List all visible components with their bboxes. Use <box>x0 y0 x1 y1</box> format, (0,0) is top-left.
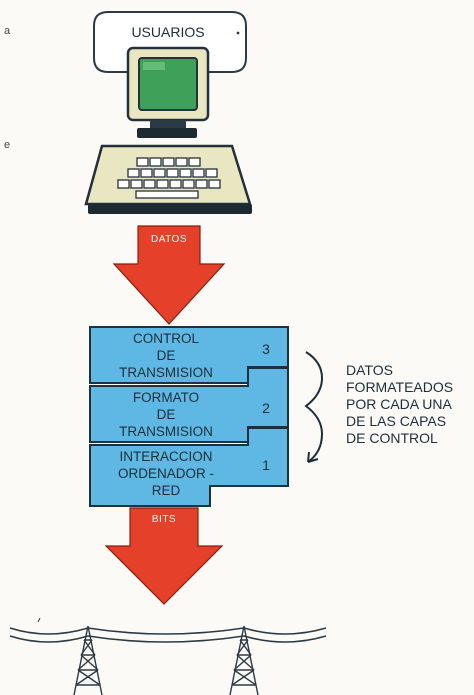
side-note-line-3: POR CADA UNA <box>346 396 452 412</box>
dot-mark <box>236 31 240 35</box>
bits-arrow: BITS <box>104 507 224 605</box>
side-note-line-5: DE CONTROL <box>346 430 438 446</box>
margin-fragment-e: e <box>4 139 10 151</box>
bits-arrow-label: BITS <box>152 514 176 525</box>
monitor-screen <box>138 57 198 111</box>
monitor-base <box>137 128 197 138</box>
users-label: USUARIOS <box>131 24 204 40</box>
layer-1-line-3: RED <box>152 483 181 498</box>
data-arrow: DATOS <box>112 225 226 325</box>
tower-icon-left <box>73 625 103 695</box>
data-arrow-label: DATOS <box>151 234 187 245</box>
side-note-line-2: FORMATEADOS <box>346 379 453 395</box>
transmission-line <box>9 617 327 643</box>
margin-fragment-a: a <box>4 25 11 37</box>
layer-2-line-1: FORMATO <box>133 390 199 405</box>
computer-terminal-icon <box>84 46 252 214</box>
layer-1-line-2: ORDENADOR - <box>118 466 214 481</box>
layer-1-line-1: INTERACCION <box>119 449 212 464</box>
layer-2-number: 2 <box>262 400 270 416</box>
layer-3-line-2: DE <box>157 348 176 363</box>
side-note: DATOS FORMATEADOS POR CADA UNA DE LAS CA… <box>346 362 453 446</box>
layer-3-number: 3 <box>262 341 270 357</box>
layer-1-number: 1 <box>262 457 270 473</box>
layer-stack: CONTROL DE TRANSMISION 3 FORMATO DE TRAN… <box>89 326 289 507</box>
layer-3-line-3: TRANSMISION <box>119 365 213 380</box>
curved-arrow-icon <box>304 351 324 463</box>
layer-1-block <box>89 427 289 507</box>
tower-icon-right <box>229 625 259 695</box>
layer-3-line-1: CONTROL <box>133 331 199 346</box>
layer-2-line-3: TRANSMISION <box>119 424 213 439</box>
side-note-line-1: DATOS <box>346 362 393 378</box>
layer-2-line-2: DE <box>157 407 176 422</box>
side-note-line-4: DE LAS CAPAS <box>346 413 446 429</box>
